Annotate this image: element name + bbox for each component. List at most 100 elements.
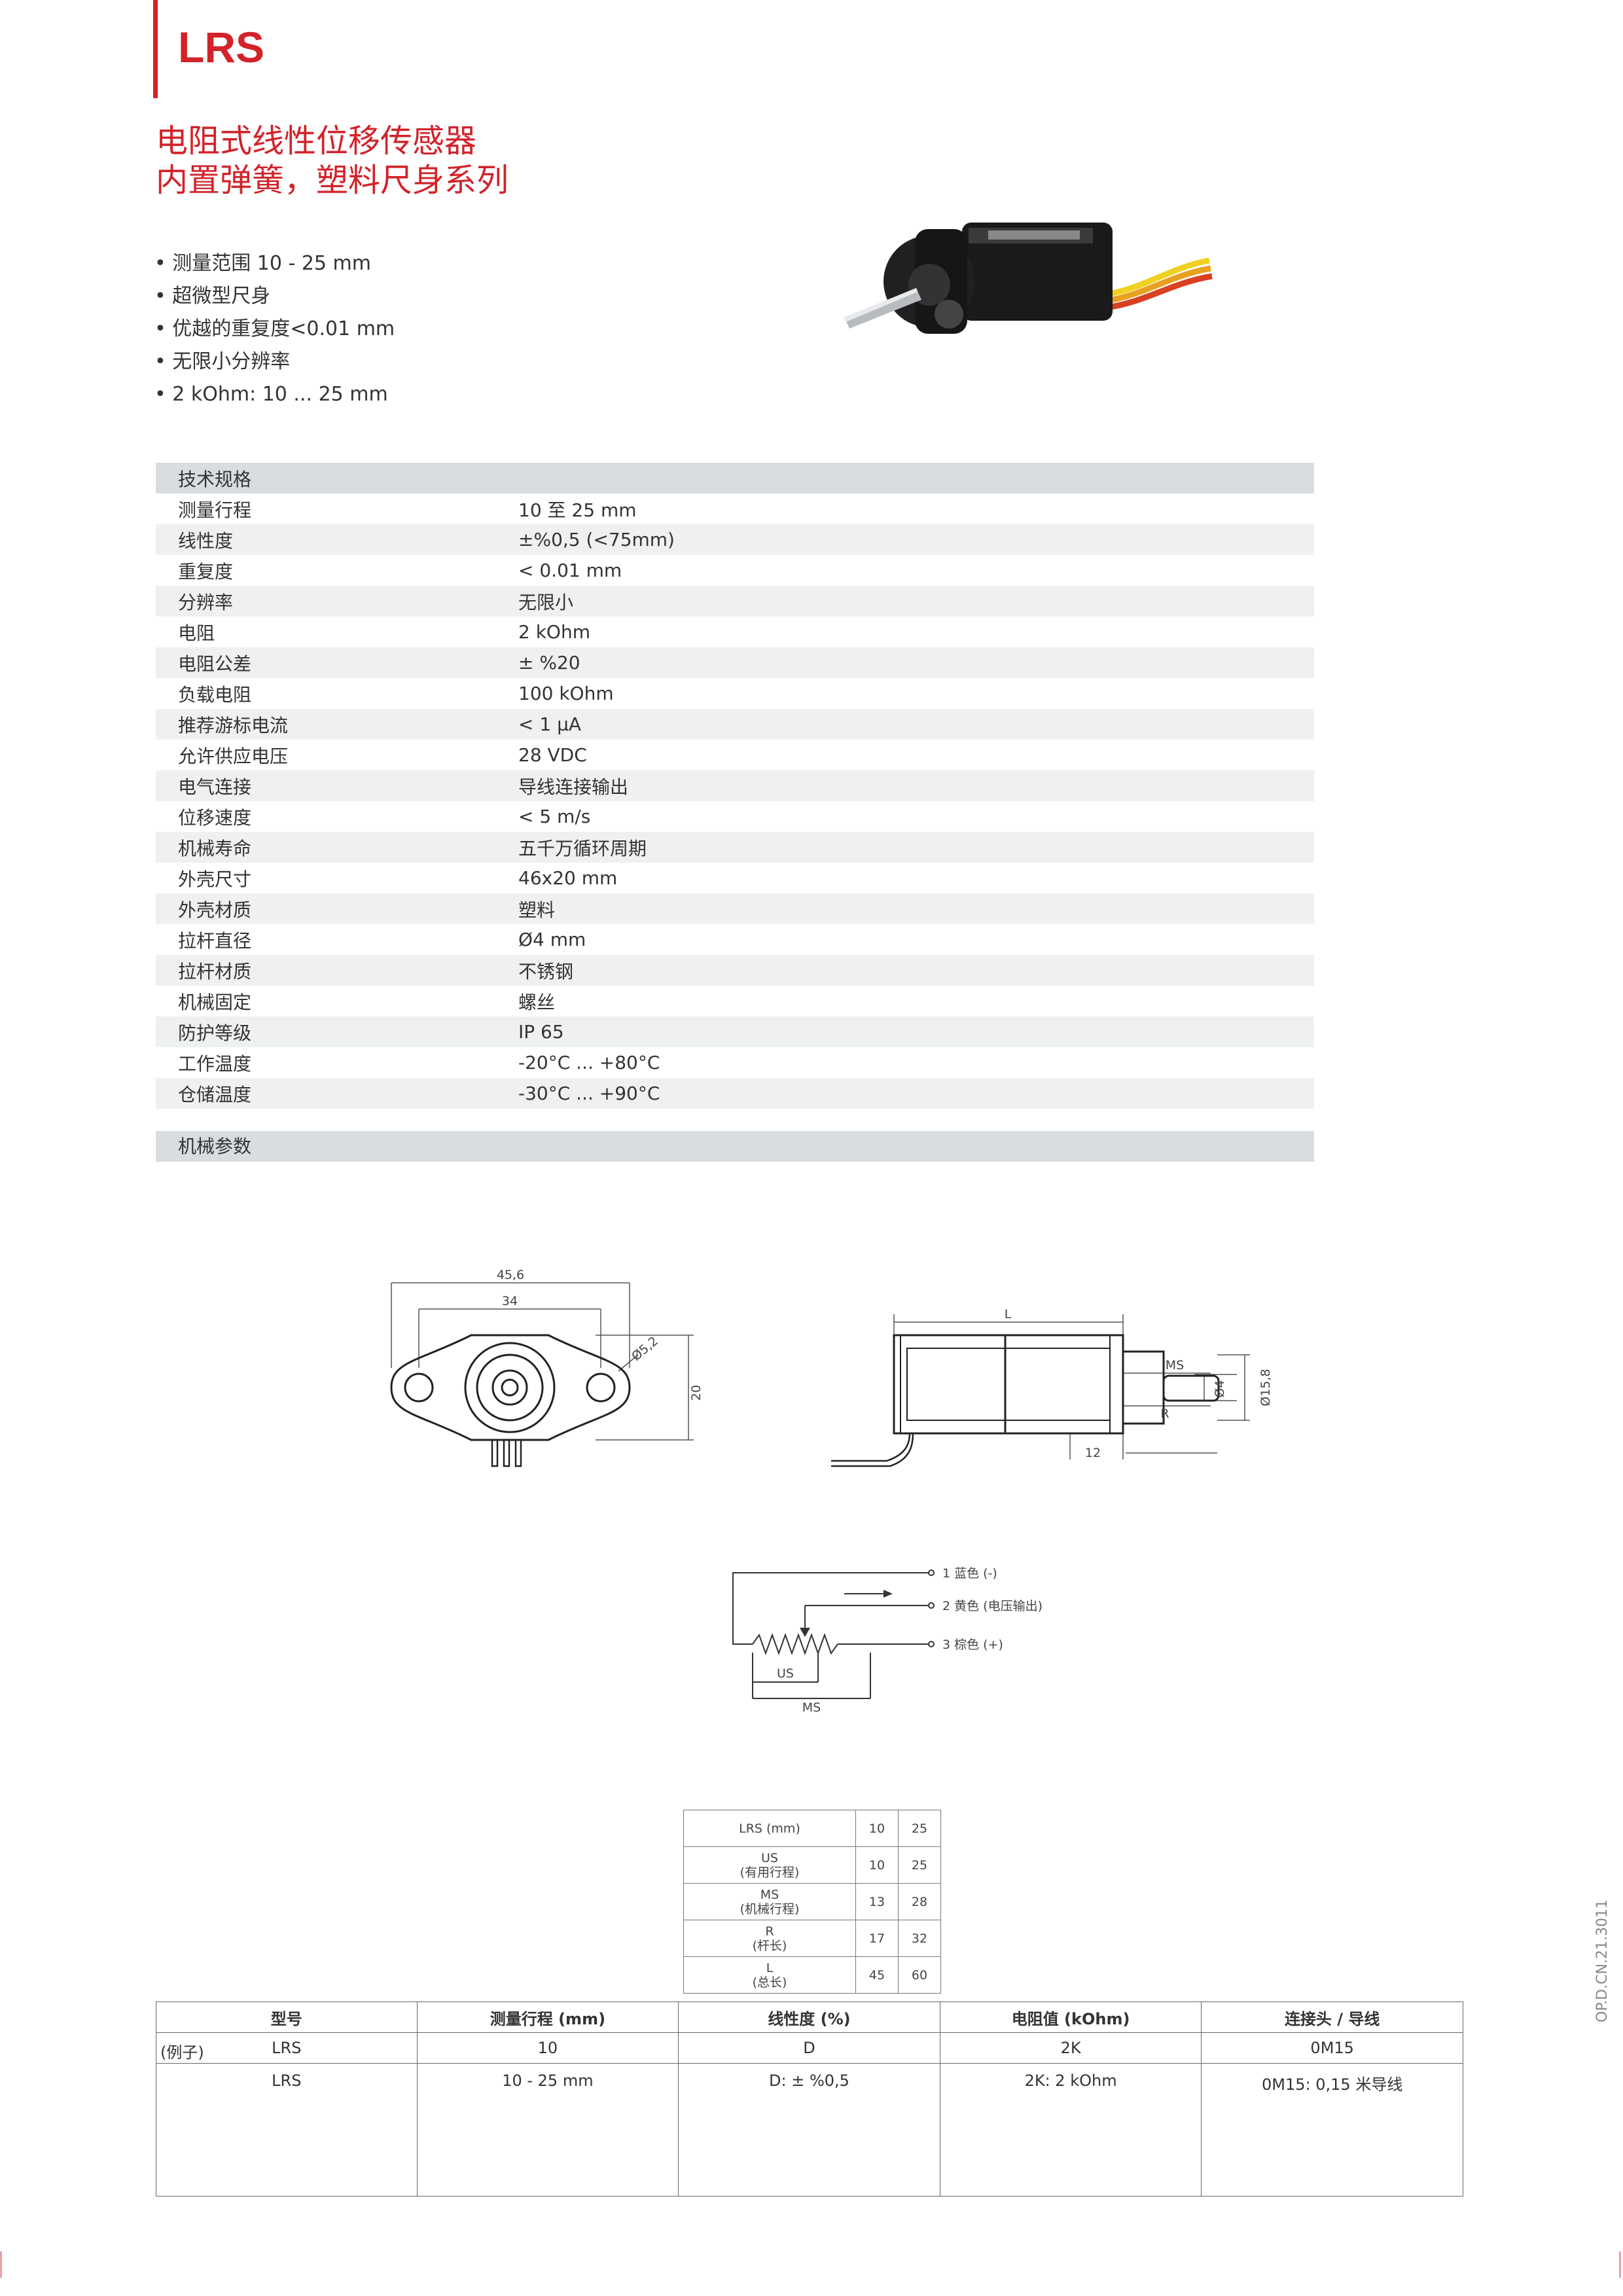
table-row: 机械寿命五千万循环周期 bbox=[156, 832, 1314, 863]
side-view-drawing: L MS R Ø4 Ø15,8 12 bbox=[831, 1307, 1273, 1467]
table-row: R(杆长) 17 32 bbox=[683, 1920, 941, 1957]
order-header-row: 型号 测量行程 (mm) 线性度 (%) 电阻值 (kOhm) 连接头 / 导线 bbox=[156, 2001, 1463, 2033]
spec-value: 螺丝 bbox=[518, 991, 556, 1013]
spec-value: 10 至 25 mm bbox=[518, 499, 637, 521]
order-cell: D: ± %0,5 bbox=[678, 2063, 940, 2197]
spec-value: 导线连接输出 bbox=[518, 770, 1314, 801]
dim-row-name: L bbox=[766, 1960, 774, 1975]
spec-value: 28 VDC bbox=[518, 744, 587, 766]
page-title-line1: 电阻式线性位移传感器 bbox=[156, 122, 477, 160]
dim-cell: 13 bbox=[855, 1883, 899, 1920]
crop-mark bbox=[0, 2251, 2, 2278]
dim-row-sub: (有用行程) bbox=[740, 1865, 800, 1880]
spec-value: < 1 μA bbox=[518, 709, 1314, 740]
spec-label: 电阻 bbox=[178, 622, 215, 644]
dim-holes-label: 34 bbox=[502, 1294, 518, 1308]
dim-row-name: R bbox=[765, 1924, 774, 1939]
table-row: LRS (mm) 10 25 bbox=[683, 1810, 941, 1847]
spec-label: 分辨率 bbox=[156, 586, 518, 617]
feature-item: 2 kOhm: 10 ... 25 mm bbox=[154, 378, 395, 411]
front-view-drawing: 45,6 34 Ø5,2 20 bbox=[390, 1268, 704, 1467]
pin1-label: 1 蓝色 (-) bbox=[942, 1566, 997, 1581]
table-row: 电气连接导线连接输出 bbox=[156, 770, 1314, 801]
order-header: 连接头 / 导线 bbox=[1201, 2001, 1463, 2033]
spec-value: ±%0,5 (<75mm) bbox=[518, 524, 1314, 555]
order-options-row: LRS 10 - 25 mm D: ± %0,5 2K: 2 kOhm 0M15… bbox=[156, 2063, 1463, 2197]
table-row: 机械固定 螺丝 bbox=[156, 986, 1314, 1016]
order-cell: (例子) LRS bbox=[156, 2032, 418, 2064]
pin3-label: 3 棕色 (+) bbox=[942, 1638, 1003, 1652]
example-tag: (例子) bbox=[160, 2043, 204, 2062]
spec-label: 机械固定 bbox=[178, 991, 252, 1013]
spec-value: 46x20 mm bbox=[518, 867, 618, 889]
table-row: 位移速度< 5 m/s bbox=[156, 801, 1314, 832]
dim-cell: 60 bbox=[898, 1956, 941, 1994]
dim-row-name: MS bbox=[760, 1887, 779, 1902]
dim-cell: 25 bbox=[898, 1810, 941, 1847]
spec-label: 允许供应电压 bbox=[178, 745, 289, 767]
spec-label: 机械寿命 bbox=[156, 832, 518, 863]
ms-label: MS bbox=[802, 1700, 821, 1715]
dim-height-label: 20 bbox=[689, 1385, 704, 1401]
dim-R-label: R bbox=[1160, 1407, 1169, 1421]
order-table: 型号 测量行程 (mm) 线性度 (%) 电阻值 (kOhm) 连接头 / 导线… bbox=[156, 2001, 1463, 2197]
table-row: 测量行程 10 至 25 mm bbox=[156, 493, 1314, 524]
spec-label: 线性度 bbox=[156, 524, 518, 555]
spec-label: 负载电阻 bbox=[178, 683, 252, 706]
table-row: 外壳材质塑料 bbox=[156, 893, 1314, 924]
dim-row-label: R(杆长) bbox=[683, 1920, 856, 1957]
mech-heading-text: 机械参数 bbox=[178, 1136, 252, 1157]
us-label: US bbox=[777, 1666, 794, 1681]
dim-cell: 10 bbox=[855, 1810, 899, 1847]
page-title-line2: 内置弹簧，塑料尺身系列 bbox=[156, 162, 509, 199]
spec-value: -30°C ... +90°C bbox=[518, 1078, 1314, 1109]
spec-label: 拉杆直径 bbox=[178, 929, 252, 952]
dim-hole-dia-label: Ø5,2 bbox=[629, 1334, 661, 1364]
product-photo bbox=[844, 223, 1213, 334]
dim-row-sub: (机械行程) bbox=[740, 1901, 800, 1916]
feature-list: 测量范围 10 - 25 mm 超微型尺身 优越的重复度<0.01 mm 无限小… bbox=[154, 247, 395, 411]
order-header: 测量行程 (mm) bbox=[416, 2001, 679, 2033]
dimension-table: LRS (mm) 10 25 US(有用行程) 10 25 MS(机械行程) 1… bbox=[683, 1810, 941, 1994]
table-row: 负载电阻 100 kOhm bbox=[156, 678, 1314, 709]
spec-value: 100 kOhm bbox=[518, 683, 614, 704]
feature-item: 无限小分辨率 bbox=[154, 346, 395, 378]
order-header: 线性度 (%) bbox=[678, 2001, 940, 2033]
order-cell: 10 - 25 mm bbox=[416, 2063, 679, 2197]
spec-label: 电气连接 bbox=[156, 770, 518, 801]
table-row: 允许供应电压 28 VDC bbox=[156, 740, 1314, 770]
table-row: 仓储温度-30°C ... +90°C bbox=[156, 1078, 1314, 1109]
order-cell: 0M15 bbox=[1201, 2032, 1463, 2064]
spec-label: 防护等级 bbox=[156, 1016, 518, 1047]
dim-body-label: Ø15,8 bbox=[1258, 1369, 1273, 1406]
spec-value: IP 65 bbox=[518, 1016, 1314, 1047]
spec-table: 技术规格 测量行程 10 至 25 mm 线性度±%0,5 (<75mm) 重复度… bbox=[156, 463, 1314, 1109]
table-row: 拉杆材质不锈钢 bbox=[156, 955, 1314, 986]
example-model: LRS bbox=[272, 2039, 302, 2057]
table-row: 工作温度-20°C ... +80°C bbox=[156, 1047, 1314, 1078]
spec-label: 重复度 bbox=[178, 560, 234, 583]
order-header: 电阻值 (kOhm) bbox=[939, 2001, 1202, 2033]
spec-value: ± %20 bbox=[518, 647, 1314, 678]
dim-cell: 45 bbox=[855, 1956, 899, 1994]
spec-value: 不锈钢 bbox=[518, 955, 1314, 986]
spec-heading: 技术规格 bbox=[156, 463, 1314, 493]
dim-width-label: 45,6 bbox=[497, 1268, 524, 1282]
table-row: 推荐游标电流< 1 μA bbox=[156, 709, 1314, 740]
spec-label: 电阻公差 bbox=[156, 647, 518, 678]
dim-12-label: 12 bbox=[1085, 1446, 1101, 1460]
order-cell: D bbox=[678, 2032, 940, 2064]
spec-heading-row: 技术规格 bbox=[156, 463, 1314, 493]
dim-cell: 10 bbox=[855, 1846, 899, 1884]
order-cell: 10 bbox=[416, 2032, 679, 2064]
brand-title: LRS bbox=[178, 23, 264, 71]
spec-label: 测量行程 bbox=[178, 499, 252, 521]
table-row: 分辨率无限小 bbox=[156, 586, 1314, 617]
dim-row-label: MS(机械行程) bbox=[683, 1883, 856, 1920]
spec-value: < 5 m/s bbox=[518, 806, 591, 827]
spec-value: 五千万循环周期 bbox=[518, 832, 1314, 863]
wiring-schematic: 1 蓝色 (-) 2 黄色 (电压输出) 3 棕色 (+) US MS bbox=[732, 1566, 1043, 1715]
